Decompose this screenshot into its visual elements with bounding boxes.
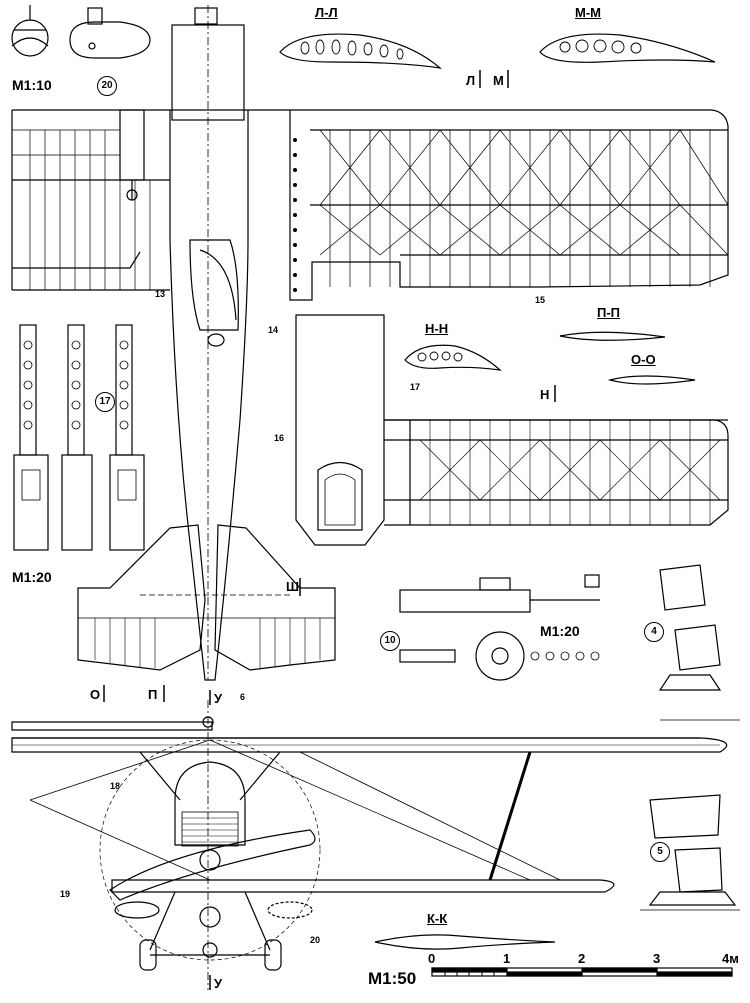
callout-4: 4: [644, 622, 664, 642]
section-label-o: О-О: [631, 352, 656, 367]
section-label-n: Н-Н: [425, 321, 449, 336]
section-label-l: Л-Л: [315, 5, 338, 20]
cut-mark-m: М: [493, 73, 504, 88]
ammo-belt-details: [13, 324, 145, 551]
scale-label-1-50: М1:50: [368, 969, 417, 988]
ruler-tick-2: 2: [578, 951, 586, 966]
scale-label-1-20-left: М1:20: [12, 569, 52, 585]
upper-wing-plan: [11, 109, 729, 301]
cut-mark-u-top: У: [214, 691, 223, 706]
lower-wing-plan: [295, 314, 729, 546]
ruler-tick-3: 3: [653, 951, 661, 966]
strut-fitting-details: [640, 564, 740, 911]
cut-mark-o: О: [90, 687, 101, 702]
fuselage-plan: [77, 5, 336, 681]
callout-15: 15: [535, 295, 546, 305]
section-cut-markers: [103, 70, 556, 990]
callout-13: 13: [155, 289, 166, 299]
ruler-tick-4m: 4м: [722, 951, 739, 966]
detail-nose-cap: [11, 5, 151, 59]
scale-label-1-10: М1:10: [12, 77, 52, 93]
callout-10: 10: [380, 631, 400, 651]
section-label-p: П-П: [597, 305, 621, 320]
front-view: [11, 700, 728, 990]
cut-mark-l: Л: [466, 73, 476, 88]
machine-gun-detail: [399, 574, 600, 681]
ruler-tick-1: 1: [503, 951, 511, 966]
callout-17-mid: 17: [410, 382, 421, 392]
callout-20-bottom: 20: [310, 935, 321, 945]
cut-mark-sh: Ш: [286, 579, 300, 594]
section-label-k: К-К: [427, 911, 448, 926]
cut-mark-u-bottom: У: [214, 976, 223, 991]
ruler-tick-0: 0: [428, 951, 436, 966]
cut-mark-n: Н: [540, 387, 550, 402]
scale-bar: [431, 967, 733, 977]
callout-19: 19: [60, 889, 71, 899]
callout-18: 18: [110, 781, 121, 791]
callout-6: 6: [240, 692, 246, 702]
cut-mark-p: П: [148, 687, 158, 702]
airfoil-sections: [279, 33, 716, 950]
callout-17-left: 17: [95, 392, 115, 412]
section-label-m: М-М: [575, 5, 601, 20]
callout-20-top: 20: [97, 76, 117, 96]
scale-label-1-20-right: М1:20: [540, 623, 580, 639]
callout-5: 5: [650, 842, 670, 862]
callout-14: 14: [268, 325, 279, 335]
callout-16: 16: [274, 433, 285, 443]
